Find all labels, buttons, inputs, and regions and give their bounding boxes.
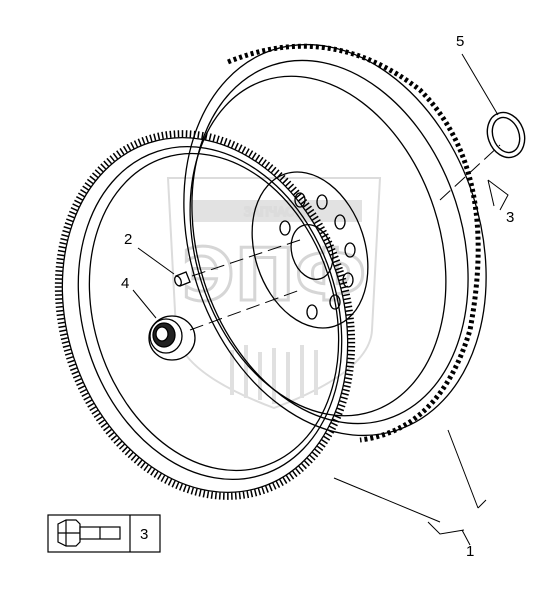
ring-gear-band-edge <box>88 152 340 472</box>
flywheel-bolt-holes <box>279 192 356 320</box>
ring-gear <box>54 130 356 500</box>
bolt-icon <box>57 519 121 547</box>
flywheel-slots <box>227 43 481 443</box>
bolt-legend-box: 3 <box>47 514 161 553</box>
callout-3-side: 3 <box>506 209 514 226</box>
bearing <box>148 315 196 361</box>
bolt-legend-number: 3 <box>140 526 148 543</box>
flywheel <box>183 43 487 443</box>
callout-5: 5 <box>456 33 464 50</box>
dowel-pin <box>174 271 191 287</box>
callout-1: 1 <box>466 543 474 560</box>
watermark-band-text: ЗАПЧАСТИ <box>244 205 310 219</box>
flywheel-face <box>189 75 447 417</box>
ring-gear-outer-edge <box>61 137 349 493</box>
callout-2: 2 <box>124 231 132 248</box>
ring-gear-outer <box>54 130 356 500</box>
flywheel-rim-inner-edge <box>191 59 469 425</box>
callout-4: 4 <box>121 275 129 292</box>
ring-gear-inner-edge <box>77 145 343 481</box>
assembly-axis-lines <box>189 144 501 331</box>
snap-ring <box>486 111 526 159</box>
flywheel-hub <box>251 171 369 329</box>
leader-lines <box>132 53 509 546</box>
